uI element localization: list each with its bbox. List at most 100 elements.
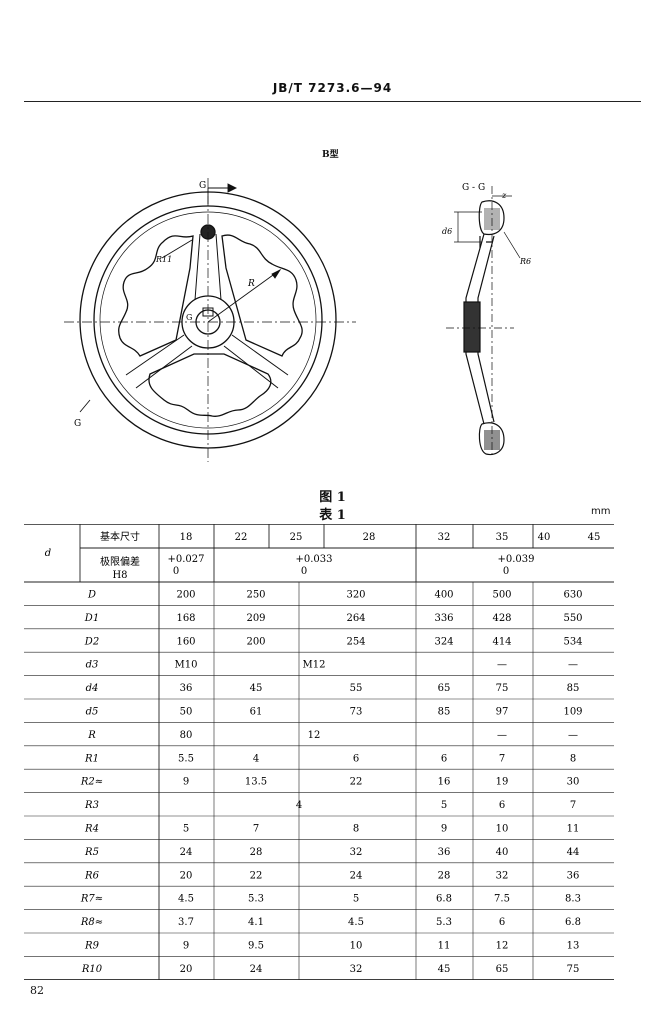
label-z: z — [501, 191, 507, 200]
table-cell: 50 — [180, 707, 193, 718]
table-cell: 12 — [308, 730, 321, 741]
tolerance-upper: +0.027 — [167, 554, 204, 565]
table-cell: 9 — [183, 777, 189, 788]
basic-size-cell: 22 — [235, 532, 248, 543]
row-label: d5 — [86, 707, 99, 718]
section-label-top: G — [199, 181, 206, 191]
figure-caption: 图 1 — [319, 490, 346, 505]
table-cell: 264 — [346, 613, 365, 624]
table-cell: 10 — [496, 824, 509, 835]
row-label: R6 — [84, 870, 100, 881]
row-label: D — [87, 590, 96, 601]
wavy-opening-bottom — [148, 353, 272, 417]
table-cell: 20 — [180, 964, 193, 975]
table-cell: 6.8 — [436, 894, 452, 905]
table-caption: 表 1 — [319, 508, 346, 523]
tolerance-label-1: 极限偏差 — [100, 555, 140, 568]
tolerance-upper: +0.039 — [497, 554, 534, 565]
table-cell: 7 — [253, 824, 259, 835]
table-cell: — — [497, 660, 507, 671]
d-label: d — [45, 548, 51, 559]
table-cell: 250 — [246, 590, 265, 601]
table-cell: 97 — [496, 707, 509, 718]
label-r: R — [247, 279, 255, 289]
table-cell: 61 — [250, 707, 263, 718]
table-cell: 28 — [438, 870, 451, 881]
table-cell: 8 — [353, 824, 359, 835]
table-cell: 6 — [353, 753, 359, 764]
table-cell: 200 — [246, 636, 265, 647]
table-cell: 630 — [563, 590, 582, 601]
table-cell: M12 — [303, 660, 326, 671]
table-cell: 6 — [499, 800, 505, 811]
label-r6: R6 — [519, 257, 531, 266]
table-cell: 55 — [350, 683, 363, 694]
table-cell: 336 — [434, 613, 453, 624]
table-cell: 324 — [434, 636, 453, 647]
table-cell: 5.3 — [248, 894, 264, 905]
tolerance-lower: 0 — [173, 566, 179, 577]
table-cell: 414 — [492, 636, 511, 647]
table-cell: 65 — [438, 683, 451, 694]
row-label: R1 — [84, 753, 99, 764]
table-cell: 24 — [180, 847, 193, 858]
table-cell: 7 — [570, 800, 576, 811]
table-cell: 4 — [296, 800, 302, 811]
table-cell: 22 — [250, 870, 263, 881]
row-label: D2 — [84, 636, 99, 647]
table-cell: 6.8 — [565, 917, 581, 928]
table-cell: 5.3 — [436, 917, 452, 928]
table-cell: 4.5 — [178, 894, 194, 905]
table-cell: 209 — [246, 613, 265, 624]
table-cell: 36 — [438, 847, 451, 858]
table-cell: 3.7 — [178, 917, 194, 928]
table-cell: 4 — [253, 753, 259, 764]
row-label: R2≈ — [80, 777, 103, 788]
table-cell: 4.5 — [348, 917, 364, 928]
table-cell: 8 — [570, 753, 576, 764]
table-cell: 32 — [496, 870, 509, 881]
table-cell: 6 — [441, 753, 447, 764]
table-cell: 9.5 — [248, 941, 264, 952]
table-cell: 254 — [346, 636, 365, 647]
table-cell: 500 — [492, 590, 511, 601]
type-label: B型 — [322, 150, 339, 160]
basic-size-cell: 40 — [538, 532, 551, 543]
section-label-bottom: G — [74, 419, 81, 429]
table-cell: 75 — [496, 683, 509, 694]
table-cell: 400 — [434, 590, 453, 601]
table-cell: 32 — [350, 847, 363, 858]
table-cell: 11 — [567, 824, 580, 835]
row-label: d3 — [86, 660, 99, 671]
table-cell: 200 — [176, 590, 195, 601]
tolerance-lower: 0 — [301, 566, 307, 577]
table-cell: 28 — [250, 847, 263, 858]
table-cell: 75 — [567, 964, 580, 975]
table-cell: 22 — [350, 777, 363, 788]
table-cell: 45 — [438, 964, 451, 975]
row-label: R8≈ — [80, 917, 103, 928]
tolerance-label-2: H8 — [112, 570, 127, 581]
table-cell: 40 — [496, 847, 509, 858]
table-cell: 13.5 — [245, 777, 267, 788]
table-cell: 534 — [563, 636, 582, 647]
row-label: D1 — [84, 613, 99, 624]
table-cell: — — [497, 730, 507, 741]
table-cell: — — [568, 730, 578, 741]
basic-size-cell: 35 — [496, 532, 509, 543]
basic-size-cell: 28 — [363, 532, 376, 543]
table-cell: 13 — [567, 941, 580, 952]
table-cell: 9 — [441, 824, 447, 835]
section-label-center: G — [186, 313, 192, 322]
table-cell: 19 — [496, 777, 509, 788]
row-label: R7≈ — [80, 894, 103, 905]
table-cell: 8.3 — [565, 894, 581, 905]
table-cell: 11 — [438, 941, 451, 952]
table-cell: 168 — [176, 613, 195, 624]
table-cell: 16 — [438, 777, 451, 788]
table-cell: 20 — [180, 870, 193, 881]
table-cell: 12 — [496, 941, 509, 952]
table-cell: 5 — [353, 894, 359, 905]
tolerance-lower: 0 — [503, 566, 509, 577]
